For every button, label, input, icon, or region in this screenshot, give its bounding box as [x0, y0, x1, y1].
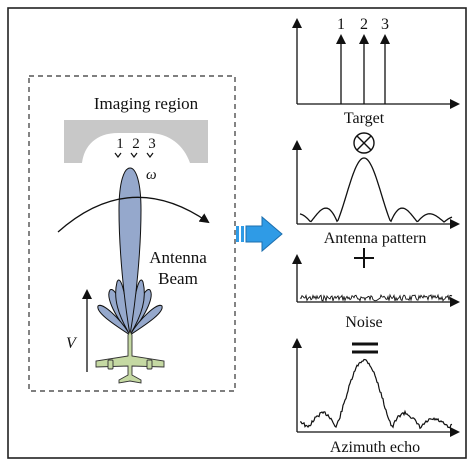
antenna-pattern-plot: Antenna pattern: [292, 140, 460, 247]
noise-signal: [299, 293, 453, 303]
omega-label: ω: [146, 167, 157, 183]
target-mark-3: [146, 152, 154, 158]
imaging-region-shape: [64, 120, 208, 163]
flow-arrow: [236, 215, 283, 253]
antenna-beam: [97, 167, 163, 336]
main-lobe: [118, 167, 142, 336]
plus-operator: [354, 248, 374, 268]
target-mark-1: [114, 152, 122, 158]
antenna-label-line1: Antenna: [149, 248, 207, 267]
imaging-panel-border: [28, 75, 236, 392]
target-number-1: 1: [116, 136, 124, 152]
azimuth-echo-curve: [299, 358, 453, 430]
sidelobe-right-3: [129, 304, 163, 336]
target-number-2: 2: [132, 136, 140, 152]
azimuth-echo-plot: Azimuth echo: [292, 338, 460, 456]
target-points: 1 2 3: [114, 136, 156, 158]
antenna-label-line2: Beam: [158, 269, 198, 288]
noise-label: Noise: [345, 314, 382, 331]
target-marker-1: 1: [337, 16, 345, 33]
outer-frame: [7, 7, 467, 459]
aircraft-icon: [95, 329, 165, 384]
antenna-pattern-curve: [299, 157, 453, 223]
sidelobe-left-3: [97, 304, 131, 336]
equals-operator: [352, 342, 378, 354]
velocity-label: V: [66, 335, 78, 352]
imaging-region-title: Imaging region: [94, 94, 199, 113]
target-marker-2: 2: [360, 16, 368, 33]
target-mark-2: [130, 152, 138, 158]
target-plot: 1 2 3 Target: [292, 16, 460, 127]
target-marker-3: 3: [381, 16, 389, 33]
target-number-3: 3: [148, 136, 156, 152]
antenna-pattern-label: Antenna pattern: [324, 230, 427, 247]
rotation-arrow: [57, 196, 210, 233]
multiply-operator: [353, 132, 375, 154]
azimuth-echo-label: Azimuth echo: [330, 439, 420, 456]
noise-plot: Noise: [292, 254, 460, 331]
target-label: Target: [344, 110, 385, 127]
